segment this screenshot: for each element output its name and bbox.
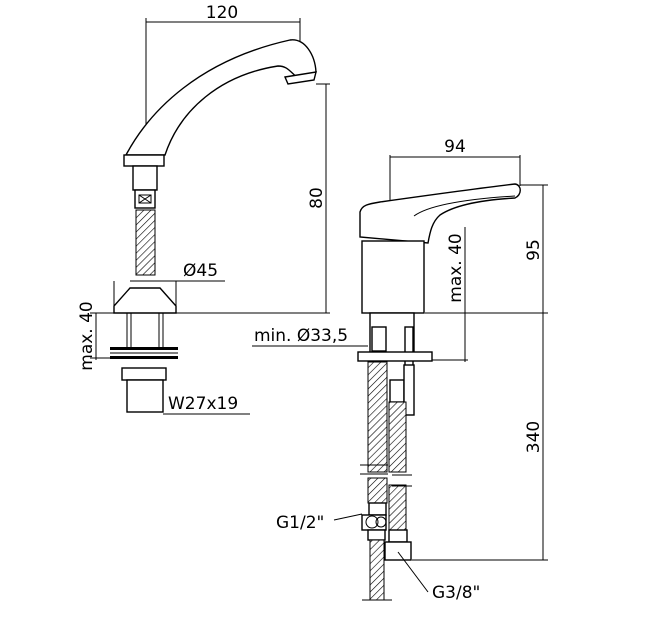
washer — [110, 347, 178, 350]
thread-pipe — [126, 379, 164, 413]
mixer-body — [361, 240, 425, 314]
dim-94-label: 94 — [444, 137, 466, 157]
dim-max40-left-label: max. 40 — [77, 301, 97, 370]
lock-nut — [121, 367, 167, 381]
dim-min-hole-label: min. Ø33,5 — [254, 326, 348, 346]
dim-120-label: 120 — [206, 3, 238, 23]
g12-label: G1/2" — [276, 513, 324, 533]
hose-end-thread — [369, 539, 385, 601]
hose-left — [367, 361, 388, 473]
mixer-view: 94 95 340 max. 40 min. Ø33,5 G1/2" G3/8" — [252, 137, 548, 603]
dim-w27x19-label: W27x19 — [168, 394, 238, 414]
g38-label: G3/8" — [432, 583, 480, 603]
dim-45-label: Ø45 — [183, 261, 218, 281]
lever-handle — [359, 183, 521, 244]
g38-nut — [384, 541, 412, 561]
base-cone — [113, 287, 177, 314]
dim-340-label: 340 — [524, 421, 544, 453]
spout — [124, 39, 317, 156]
hose-right — [388, 401, 407, 473]
valve-marker-icon — [138, 194, 152, 204]
dim-80-label: 80 — [307, 187, 327, 209]
dim-95-label: 95 — [524, 239, 544, 261]
dim-max40-right-label: max. 40 — [446, 233, 466, 302]
mounting-plate — [357, 351, 433, 362]
spout-view: 120 Ø45 80 W27x19 max. 40 — [77, 3, 330, 415]
threaded-rod — [135, 209, 156, 276]
fitting — [371, 326, 387, 352]
spout-collar — [123, 154, 165, 167]
